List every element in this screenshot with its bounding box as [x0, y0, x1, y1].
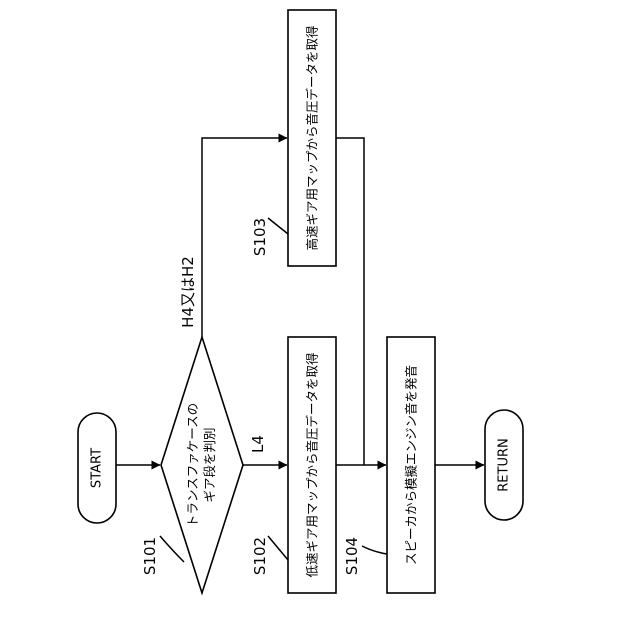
return-label: RETURN — [497, 438, 512, 491]
step-label-s104: S104 — [343, 537, 361, 575]
leader-s104 — [362, 546, 387, 554]
step-label-s103: S103 — [251, 218, 269, 256]
leader-s102 — [268, 536, 288, 560]
connector-s103-merge — [336, 138, 364, 465]
branch-label-l4: L4 — [249, 435, 267, 453]
branch-label-h4-h2: H4又はH2 — [179, 256, 197, 328]
step-text-s102: 低速ギア用マップから音圧データを取得 — [305, 352, 320, 577]
step-label-s102: S102 — [251, 537, 269, 575]
decision-line-2: ギア段を判別 — [202, 427, 217, 502]
arrow-h4-h2 — [202, 138, 287, 337]
start-label: START — [90, 448, 105, 488]
leader-s101 — [160, 536, 184, 562]
decision-line-1: トランスファケースの — [185, 403, 200, 527]
leader-s103 — [268, 218, 288, 234]
step-label-s101: S101 — [141, 537, 159, 575]
step-text-s104: スピーカから模擬エンジン音を発音 — [404, 365, 419, 565]
step-text-s103: 高速ギア用マップから音圧データを取得 — [305, 25, 320, 250]
